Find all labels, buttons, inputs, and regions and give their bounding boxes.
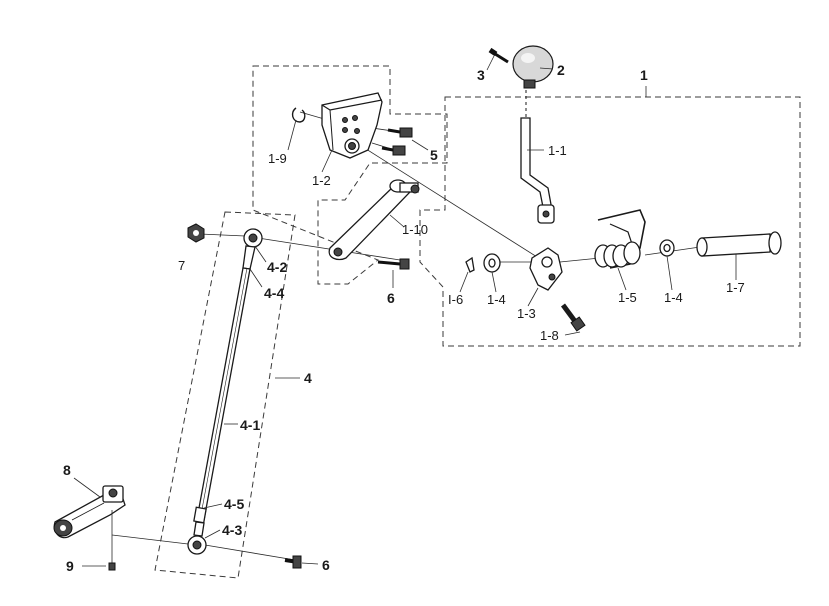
cotter-pin-1-6	[465, 256, 475, 273]
group-1-2-box	[252, 65, 448, 285]
label-4-3: 4-3	[222, 522, 242, 538]
group-4-box	[154, 211, 296, 579]
label-6-lower: 6	[322, 557, 330, 573]
leader-pivot-spring	[559, 257, 601, 263]
leader-label-1-3	[527, 287, 539, 307]
label-8: 8	[63, 462, 71, 478]
washer-1-4-right	[659, 239, 675, 257]
bolt-1-8	[560, 303, 586, 332]
shift-knob	[512, 45, 554, 89]
leader-label-1-6	[459, 271, 469, 293]
screw-9	[108, 510, 116, 571]
screw-3	[488, 47, 509, 64]
shaft-1-7	[696, 231, 782, 257]
leader-label-1-2	[321, 149, 333, 173]
bolt-6-upper	[377, 258, 410, 270]
leader-label-1-9	[287, 119, 297, 151]
label-1-6: I-6	[448, 292, 463, 307]
rod-end-4-3	[187, 506, 207, 555]
leader-label-1-10	[389, 214, 405, 228]
leader-label-4-3	[204, 529, 221, 539]
rod-4-1	[196, 267, 251, 521]
label-1-1: 1-1	[548, 143, 567, 158]
label-9: 9	[66, 558, 74, 574]
leader-label-1-8	[564, 331, 581, 336]
leader-label-1-5	[617, 267, 627, 291]
shift-lever	[520, 90, 555, 224]
label-4-2: 4-2	[267, 259, 287, 275]
label-1-2: 1-2	[312, 173, 331, 188]
label-4-5: 4-5	[224, 496, 244, 512]
label-1-4-right: 1-4	[664, 290, 683, 305]
label-4: 4	[304, 370, 312, 386]
leader-4-3-6	[204, 544, 296, 561]
leader-label-4-2	[254, 245, 267, 263]
leader-7	[199, 233, 246, 237]
rod-end-4-2	[242, 228, 263, 270]
bolt-6-lower	[284, 555, 302, 569]
clip-1-9	[291, 107, 306, 123]
group-1-box	[419, 96, 801, 347]
leader-8-rod	[111, 534, 189, 545]
leader-label-4-4	[249, 268, 263, 288]
leader-bracket-pivot	[354, 141, 546, 263]
washer-1-4-left	[483, 253, 501, 273]
label-1-7: 1-7	[726, 280, 745, 295]
leader-label-8	[73, 477, 101, 498]
label-1-10: 1-10	[402, 222, 428, 237]
bracket-plate	[321, 92, 383, 159]
leader-label-1-4a	[491, 271, 497, 293]
leader-label-2	[539, 67, 554, 70]
leader-label-3	[486, 55, 495, 71]
pivot-block-1-3	[529, 247, 563, 291]
label-4-1: 4-1	[240, 417, 260, 433]
lower-arm-8	[53, 485, 126, 539]
bolt-5a	[387, 127, 413, 138]
leader-label-6-lower	[301, 562, 319, 565]
label-1: 1	[640, 67, 648, 83]
label-6-upper: 6	[387, 290, 395, 306]
bolt-5b	[381, 145, 406, 156]
label-1-4-left: 1-4	[487, 292, 506, 307]
label-2: 2	[557, 62, 565, 78]
label-1-9: 1-9	[268, 151, 287, 166]
label-3: 3	[477, 67, 485, 83]
label-1-8: 1-8	[540, 328, 559, 343]
link-arm	[328, 179, 420, 261]
leader-label-1-4b	[666, 255, 673, 291]
label-5: 5	[430, 147, 438, 163]
label-7: 7	[178, 258, 185, 273]
leader-label-4-5	[203, 503, 223, 509]
nut-7	[187, 223, 205, 243]
spring-1-5	[594, 209, 646, 269]
label-1-5: 1-5	[618, 290, 637, 305]
label-1-3: 1-3	[517, 306, 536, 321]
leader-label-5	[411, 139, 429, 151]
label-4-4: 4-4	[264, 285, 284, 301]
